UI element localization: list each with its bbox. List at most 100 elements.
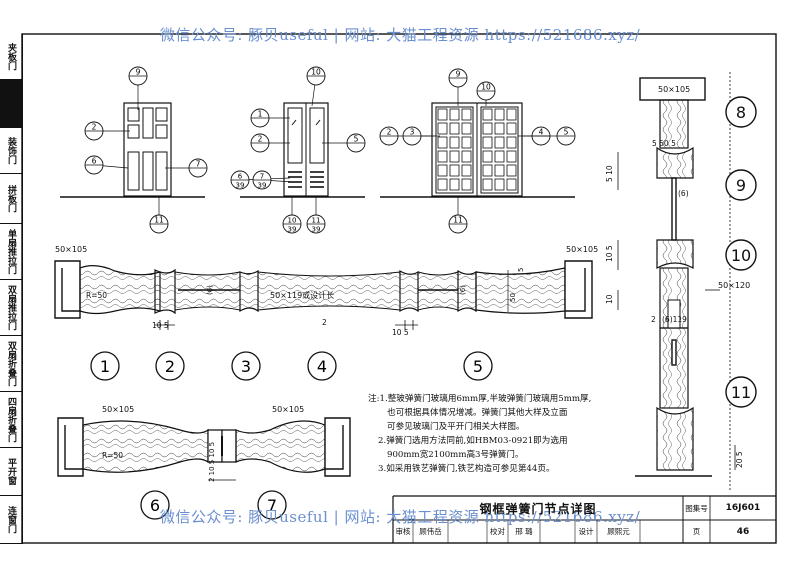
vertical-section xyxy=(617,72,736,490)
section-number-7: 7 xyxy=(267,496,277,515)
side-tab-6[interactable]: 双扇折叠门 xyxy=(0,336,22,392)
glazing-pane xyxy=(506,150,517,163)
design-label: 设计 xyxy=(578,527,594,536)
side-tab-9[interactable]: 连窗门 xyxy=(0,496,22,544)
section-number-1: 1 xyxy=(100,357,110,376)
reviewer-name: 顾伟岳 xyxy=(419,527,442,536)
callout-label: 2 xyxy=(387,128,392,137)
glazing-pane xyxy=(482,136,493,149)
detail-number-9: 9 xyxy=(736,176,746,195)
lower-dims-label: 2 10 5 10 5 xyxy=(208,442,216,482)
side-tab-4[interactable]: 单扇推拉门 xyxy=(0,224,22,280)
glazing-pane xyxy=(482,150,493,163)
callout-label: 2 xyxy=(92,123,97,132)
glazing-pane xyxy=(449,108,460,121)
side-tab-5[interactable]: 双扇推拉门 xyxy=(0,280,22,336)
note-line-6: 3.如采用铁艺弹簧门,铁艺构造可参见第44页。 xyxy=(378,464,555,474)
section-circle-1 xyxy=(90,351,120,381)
callout-label: 10 xyxy=(288,217,297,225)
section-circle-3 xyxy=(231,351,261,381)
callout-sublabel: 39 xyxy=(236,182,245,190)
glazing-pane xyxy=(494,178,505,191)
glazing-pane xyxy=(437,136,448,149)
plan-leaf-note: 50×119或设计长 xyxy=(270,290,334,300)
callout-label: 11 xyxy=(312,217,321,225)
section-circle-5 xyxy=(463,351,493,381)
plan-dim-6-a: (6) xyxy=(206,285,214,295)
vsec-dim-bottom: 20 5 xyxy=(735,451,744,468)
note-line-2: 也可根据具体情况增减。弹簧门其他大样及立面 xyxy=(387,408,568,418)
vsec-dim-119: (6)119 xyxy=(662,315,687,324)
page-label: 页 xyxy=(692,527,701,536)
callout-label: 10 xyxy=(311,68,321,77)
door-3-glazing-grid xyxy=(437,108,517,191)
section-circle-6 xyxy=(140,490,170,520)
glazing-pane xyxy=(449,136,460,149)
callout-label: 10 xyxy=(481,83,491,92)
side-tab-0[interactable]: 夹板门 xyxy=(0,34,22,80)
side-category-tabs: 夹板门装饰门拼板门单扇推拉门双扇推拉门双扇折叠门四扇折叠门平开窗连窗门 xyxy=(0,34,23,544)
side-tab-3[interactable]: 拼板门 xyxy=(0,174,22,224)
section-circle-2 xyxy=(155,351,185,381)
plan-section-lower xyxy=(57,417,351,481)
check-label: 校对 xyxy=(490,527,505,536)
detail-number-8: 8 xyxy=(736,103,746,122)
callout-label: 9 xyxy=(136,68,141,77)
lower-radius-label: R=50 xyxy=(102,451,123,460)
glazing-pane xyxy=(449,122,460,135)
designer-name: 顾熙元 xyxy=(607,527,630,536)
vsec-dims-top: 5 50 5 xyxy=(652,139,676,148)
vsec-top-frame-label: 50×105 xyxy=(658,85,690,94)
glazing-pane xyxy=(494,108,505,121)
plan-section-upper xyxy=(54,260,593,330)
plan-frame-left-label: 50×105 xyxy=(55,245,87,254)
glazing-pane xyxy=(506,122,517,135)
detail-circle-8 xyxy=(725,96,757,128)
section-number-6: 6 xyxy=(150,496,160,515)
atlas-number: 16J601 xyxy=(725,503,761,513)
glazing-pane xyxy=(437,122,448,135)
detail-number-10: 10 xyxy=(731,246,751,265)
callout-label: 9 xyxy=(456,70,461,79)
glazing-pane xyxy=(494,136,505,149)
vsec-dim-105: 10 5 xyxy=(605,245,614,262)
lower-frame-right-label: 50×105 xyxy=(272,405,304,414)
page-number: 46 xyxy=(736,526,750,537)
vsec-dim-10: 10 xyxy=(605,294,614,304)
atlas-label: 图集号 xyxy=(685,503,708,513)
glazing-pane xyxy=(449,164,460,177)
glazing-pane xyxy=(506,178,517,191)
side-tab-7[interactable]: 四扇折叠门 xyxy=(0,392,22,448)
side-tab-8[interactable]: 平开窗 xyxy=(0,448,22,496)
callout-label: 5 xyxy=(354,135,359,144)
plan-frame-right-label: 50×105 xyxy=(566,245,598,254)
title-block-frame xyxy=(392,495,776,543)
callout-label: 7 xyxy=(260,173,264,181)
plan-dim-10-5-a: 10 5 xyxy=(152,321,169,330)
glazing-pane xyxy=(494,150,505,163)
callout-sublabel: 39 xyxy=(258,182,267,190)
glazing-pane xyxy=(506,108,517,121)
glazing-pane xyxy=(437,164,448,177)
notes-block: 注:1.整玻弹簧门玻璃用6mm厚,半玻弹簧门玻璃用5mm厚, 也可根据具体情况增… xyxy=(368,392,628,476)
callout-label: 5 xyxy=(564,128,569,137)
door-elevation-1 xyxy=(60,102,205,198)
callout-label: 3 xyxy=(410,128,415,137)
callout-sublabel: 39 xyxy=(288,226,297,234)
detail-circle-9 xyxy=(725,169,757,201)
glazing-pane xyxy=(461,150,472,163)
plan-dim-5: 5 xyxy=(517,268,525,272)
section-number-4: 4 xyxy=(317,357,327,376)
side-tab-1[interactable] xyxy=(0,80,22,128)
glazing-pane xyxy=(482,178,493,191)
side-tab-2[interactable]: 装饰门 xyxy=(0,128,22,174)
callout-sublabel: 39 xyxy=(312,226,321,234)
glazing-pane xyxy=(461,136,472,149)
title-block: 钢框弹簧门节点详图 图集号 16J601 审核 顾伟岳 校对 邢 璐 设计 顾熙… xyxy=(393,496,775,541)
detail-circle-10 xyxy=(725,239,757,271)
callout-label: 2 xyxy=(258,135,263,144)
vsec-frame-side-label: 50×120 xyxy=(718,281,750,290)
